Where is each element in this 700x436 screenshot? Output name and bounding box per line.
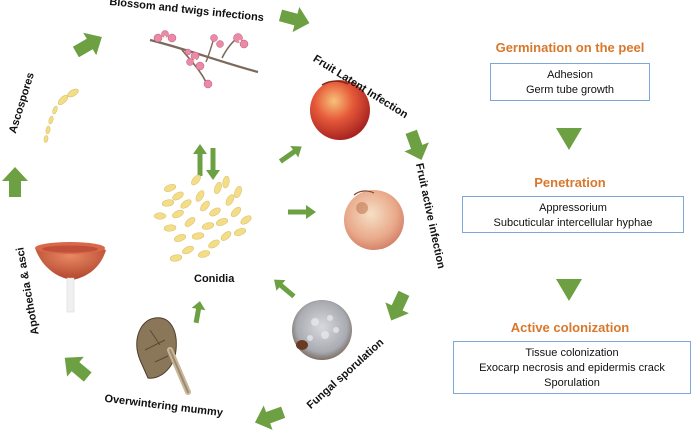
conidia-arrow-to-active xyxy=(288,205,316,219)
conidium xyxy=(214,182,222,194)
step-box-germination: Adhesion Germ tube growth xyxy=(490,63,650,101)
conidium xyxy=(174,234,186,242)
step-title-colonization: Active colonization xyxy=(510,320,630,335)
conidium xyxy=(220,231,232,241)
step-down-arrow xyxy=(556,128,582,150)
sporulation-arrow-to-conidia xyxy=(274,279,296,299)
sporulating-fruit-image xyxy=(292,300,352,360)
active-peach-image xyxy=(344,190,404,250)
cycle-arrow-left xyxy=(2,167,28,197)
conidium xyxy=(234,186,242,198)
latent-peach-image xyxy=(310,80,370,140)
conidium xyxy=(234,228,246,236)
conidium xyxy=(153,212,167,220)
conidium xyxy=(201,222,215,230)
conidium xyxy=(169,254,183,262)
mummy-image xyxy=(136,317,191,395)
conidium xyxy=(222,175,230,189)
conidium xyxy=(209,207,221,217)
conidia-arrow-down xyxy=(206,148,220,180)
conidium xyxy=(182,245,194,255)
step-down-arrow xyxy=(556,279,582,301)
step-line: Sporulation xyxy=(544,377,600,389)
mummy-arrow-to-conidia xyxy=(191,301,206,324)
conidium xyxy=(172,209,184,219)
conidia-arrow-up xyxy=(193,144,207,176)
label-conidia: Conidia xyxy=(194,273,235,285)
conidium xyxy=(208,239,220,249)
conidia-image xyxy=(153,174,252,262)
step-title-penetration: Penetration xyxy=(534,175,606,190)
step-box-colonization: Tissue colonization Exocarp necrosis and… xyxy=(453,341,691,394)
step-line: Adhesion xyxy=(547,69,593,81)
conidium xyxy=(164,184,176,192)
step-line: Tissue colonization xyxy=(525,347,619,359)
step-line: Appressorium xyxy=(539,202,607,214)
conidium xyxy=(230,206,242,218)
step-line: Subcuticular intercellular hyphae xyxy=(493,217,653,229)
cycle-arrow-top-right xyxy=(278,6,310,33)
step-title-germination: Germination on the peel xyxy=(495,40,645,55)
conidium xyxy=(191,174,201,186)
conidia-arrow-to-latent xyxy=(278,145,302,164)
cycle-arrow-right-lower xyxy=(385,290,410,321)
conidium xyxy=(240,215,252,225)
blossom-twig-image xyxy=(149,30,259,89)
ascospores-image xyxy=(43,88,79,143)
conidium xyxy=(161,199,175,207)
conidium xyxy=(191,232,205,240)
cycle-arrow-top-left xyxy=(72,32,102,58)
conidium xyxy=(172,191,184,201)
conidium xyxy=(180,199,192,209)
conidium xyxy=(216,218,228,226)
conidium xyxy=(195,190,205,202)
apothecia-image xyxy=(35,242,106,313)
conidium xyxy=(163,224,177,232)
cycle-arrow-bottom xyxy=(254,405,286,430)
conidium xyxy=(184,217,196,227)
conidium xyxy=(200,200,210,212)
step-line: Germ tube growth xyxy=(525,84,615,96)
cycle-arrow-bottom-left xyxy=(64,356,92,382)
step-box-penetration: Appressorium Subcuticular intercellular … xyxy=(462,196,684,233)
cycle-arrow-right-upper xyxy=(404,129,429,161)
conidium xyxy=(197,250,211,258)
step-line: Exocarp necrosis and epidermis crack xyxy=(479,362,665,374)
conidium xyxy=(225,194,235,206)
